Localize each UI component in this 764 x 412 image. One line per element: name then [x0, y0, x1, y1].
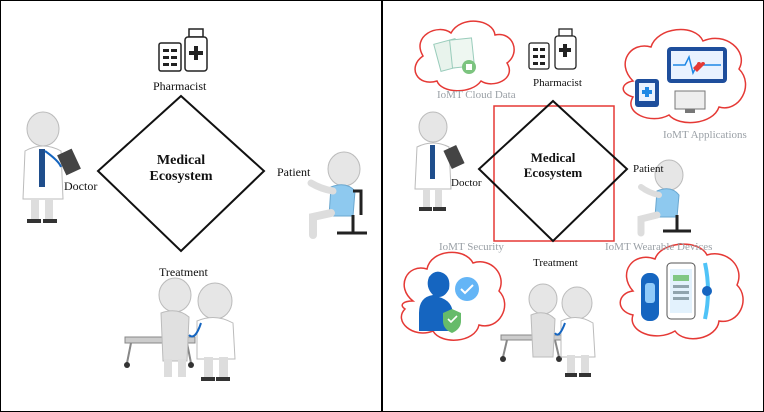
treatment-figure [124, 277, 236, 381]
patient-figure [307, 151, 367, 239]
pharmacist-label: Pharmacist [533, 77, 582, 89]
center-title-block: Medical Ecosystem [141, 153, 221, 185]
iomt-security-label: IoMT Security [439, 241, 504, 253]
cloud-data-cloud [414, 20, 515, 92]
right-panel: Medical Ecosystem Pharmacist Doctor Pati… [383, 1, 763, 411]
wearable-cloud [619, 243, 744, 340]
treatment-label: Treatment [533, 257, 578, 269]
ecosystem-diamond [96, 94, 266, 253]
treatment-figure [500, 283, 596, 377]
patient-label: Patient [277, 165, 311, 179]
applications-cloud [622, 28, 747, 124]
doctor-label: Doctor [451, 177, 482, 189]
left-panel-graphics [22, 28, 367, 381]
panel-divider [381, 0, 383, 412]
doctor-figure [22, 111, 81, 223]
pharmacist-icon [158, 28, 208, 72]
patient-figure [637, 159, 691, 237]
left-panel: Medical Ecosystem Pharmacist Doctor Pati… [1, 1, 381, 411]
iomt-wearable-devices-label: IoMT Wearable Devices [605, 241, 713, 253]
doctor-label: Doctor [64, 179, 98, 193]
security-cloud [400, 251, 506, 341]
center-title: Medical [156, 153, 206, 168]
iomt-cloud-data-label: IoMT Cloud Data [437, 89, 516, 101]
center-title-block: Medical Ecosystem [513, 150, 593, 181]
right-panel-graphics [400, 20, 747, 377]
pharmacist-label: Pharmacist [153, 79, 207, 93]
center-subtitle: Ecosystem [149, 169, 213, 185]
treatment-label: Treatment [159, 265, 208, 279]
pharmacist-icon [528, 28, 577, 70]
center-subtitle: Ecosystem [523, 164, 583, 180]
iomt-applications-label: IoMT Applications [663, 129, 747, 141]
patient-label: Patient [633, 163, 664, 175]
center-title: Medical [530, 150, 576, 165]
doctor-figure [414, 111, 465, 211]
ecosystem-diamond [477, 99, 629, 243]
